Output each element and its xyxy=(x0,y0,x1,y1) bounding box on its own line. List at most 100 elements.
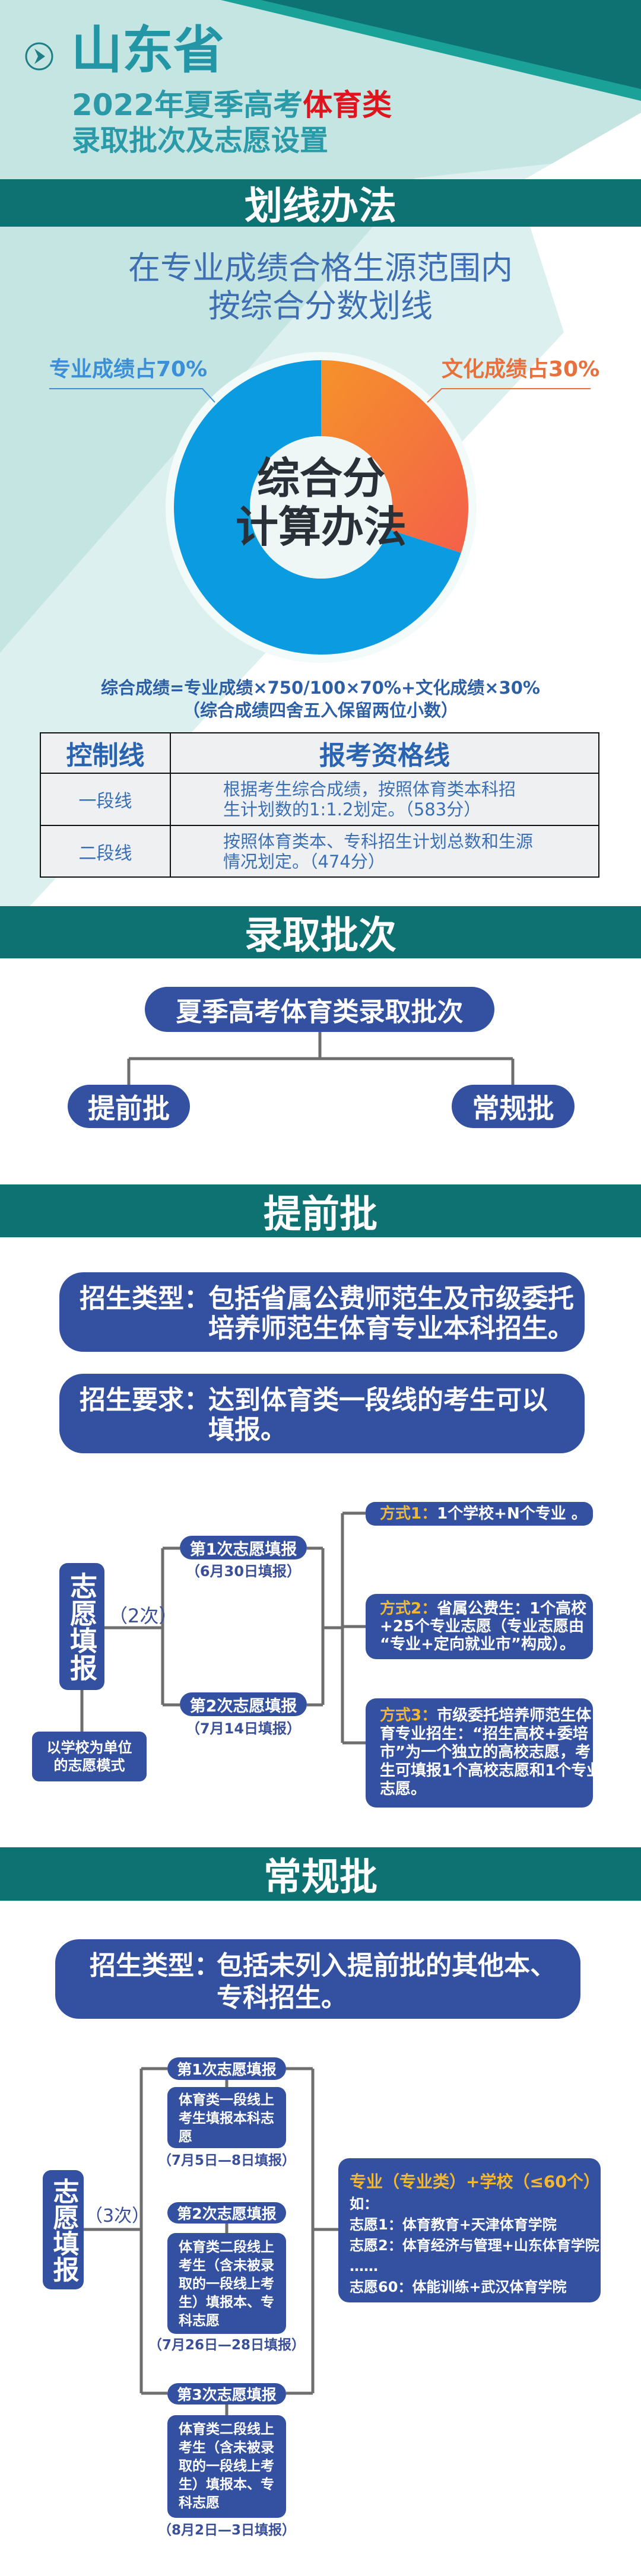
early-type-label: 招生类型： xyxy=(80,1284,210,1314)
table-header-qualification: 报考资格线 xyxy=(170,732,599,774)
subtitle-line2: 录取批次及志愿设置 xyxy=(72,124,329,157)
province-title: 山东省 xyxy=(71,21,224,80)
early-req-label: 招生要求： xyxy=(80,1385,210,1415)
cutoff-intro-line1: 在专业成绩合格生源范围内 xyxy=(128,249,513,287)
legend-professional: 专业成绩占70% xyxy=(49,357,208,382)
rule-example: 志愿60：体能训练+武汉体育学院 xyxy=(350,2279,567,2295)
donut-slice-professional xyxy=(174,360,461,655)
section-banner-regular: 常规批 xyxy=(0,1847,641,1901)
text-line: 市级委托培养师范生体 xyxy=(437,1707,592,1724)
early-type-card: 招生类型： 包括省属公费师范生及市级委托 培养师范生体育专业本科招生。 xyxy=(59,1272,585,1352)
method-tag: 方式3： xyxy=(380,1707,437,1724)
background-dark-triangle xyxy=(261,0,641,89)
text-line: 科志愿 xyxy=(179,2313,220,2329)
callout-line-professional xyxy=(49,388,215,403)
table-cell-line: 二段线 xyxy=(40,825,171,878)
cutoff-table: 控制线 报考资格线 一段线 根据考生综合成绩，按照体育类本科招 生计划数的1:1… xyxy=(40,732,599,878)
batch-node-early: 提前批 xyxy=(68,1085,190,1128)
subtitle-prefix: 2022年夏季高考 xyxy=(72,88,303,122)
batch-tree-connector xyxy=(127,1032,515,1085)
text-line: +25个专业志愿（专业志愿由 xyxy=(380,1618,584,1635)
desc-line: 按照体育类本、专科招生计划总数和生源 xyxy=(223,831,534,852)
text-line: 体育类二段线上 xyxy=(179,2422,274,2437)
text-line: 专科招生。 xyxy=(217,1983,347,2013)
text-line: 达到体育类一段线的考生可以 xyxy=(208,1385,548,1415)
batch-root-node: 夏季高考体育类录取批次 xyxy=(145,987,494,1032)
table-row: 一段线 根据考生综合成绩，按照体育类本科招 生计划数的1:1.2划定。（583分… xyxy=(40,773,599,826)
section-banner-cutoff: 划线办法 xyxy=(0,179,641,228)
formula: 综合成绩=专业成绩×750/100×70%+文化成绩×30% （综合成绩四舍五入… xyxy=(0,676,641,722)
regular-round-2-desc: 体育类二段线上 考生（含未被录 取的一段线上考 生）填报本、专 科志愿 xyxy=(167,2233,286,2334)
text-line: 体育类一段线上 xyxy=(179,2092,274,2108)
regular-type-text: 包括未列入提前批的其他本、 专科招生。 xyxy=(217,1950,556,2014)
early-round-2: 第2次志愿填报 xyxy=(180,1692,307,1716)
regular-flow-count: （3次） xyxy=(85,2206,150,2226)
rule-example: 志愿2：体育经济与管理+山东体育学院 xyxy=(350,2237,599,2254)
donut-slice-culture xyxy=(321,360,468,553)
text-line: 填报。 xyxy=(208,1415,287,1445)
legend-culture: 文化成绩占30% xyxy=(442,357,600,382)
method-3-card: 方式3：市级委托培养师范生体 育专业招生：“招生高校+委培 市”为一个独立的高校… xyxy=(366,1698,602,1808)
cutoff-intro: 在专业成绩合格生源范围内 按综合分数划线 xyxy=(0,249,641,325)
text-line: 志愿。 xyxy=(380,1780,427,1798)
arrow-circle-icon xyxy=(25,42,53,71)
table-header-row: 控制线 报考资格线 xyxy=(40,732,599,774)
early-round-1-date: （6月30日填报） xyxy=(185,1563,302,1580)
text-line: 以学校为单位 xyxy=(46,1739,132,1756)
early-mode-note: 以学校为单位 的志愿模式 xyxy=(32,1732,147,1781)
section-banner-batches: 录取批次 xyxy=(0,906,641,958)
method-tag: 方式2： xyxy=(380,1600,437,1618)
rule-title: 专业（专业类）+学校（≤60个） xyxy=(350,2172,600,2191)
text-line: 科志愿 xyxy=(179,2495,220,2511)
table-header-control-line: 控制线 xyxy=(40,732,171,774)
desc-line: 情况划定。（474分） xyxy=(223,851,385,872)
cutoff-intro-line2: 按综合分数划线 xyxy=(208,287,433,325)
early-flow-root: 志愿填报 xyxy=(59,1563,104,1690)
donut-center-line2: 计算办法 xyxy=(235,502,407,552)
regular-round-1: 第1次志愿填报 xyxy=(167,2057,286,2080)
score-donut-chart xyxy=(49,352,591,663)
regular-round-2: 第2次志愿填报 xyxy=(167,2202,286,2224)
text-line: 愿 xyxy=(179,2129,192,2145)
regular-round-2-date: （7月26日—28日填报） xyxy=(148,2337,306,2353)
early-requirement-card: 招生要求： 达到体育类一段线的考生可以 填报。 xyxy=(59,1374,585,1453)
batch-node-regular: 常规批 xyxy=(452,1085,575,1128)
desc-line: 根据考生综合成绩，按照体育类本科招 xyxy=(223,779,516,799)
subtitle-highlight: 体育类 xyxy=(303,88,392,122)
donut-center-line1: 综合分 xyxy=(256,453,385,503)
early-flow-count: （2次） xyxy=(109,1605,178,1627)
text-line: 取的一段线上考 xyxy=(179,2459,274,2474)
donut-hole xyxy=(250,436,392,579)
method-1-card: 方式1：1个学校+N个专业 。 xyxy=(366,1502,593,1526)
formula-note: （综合成绩四舍五入保留两位小数） xyxy=(182,700,458,720)
regular-flow-root: 志愿填报 xyxy=(43,2170,84,2289)
method-tag: 方式1： xyxy=(380,1505,437,1523)
text-line: 生可填报1个高校志愿和1个专业 xyxy=(380,1762,602,1780)
early-type-text: 包括省属公费师范生及市级委托 培养师范生体育专业本科招生。 xyxy=(208,1284,574,1343)
subtitle-line1: 2022年夏季高考体育类 xyxy=(72,90,392,120)
text-line: 省属公费生：1个高校 xyxy=(437,1600,587,1618)
early-round-1: 第1次志愿填报 xyxy=(180,1536,307,1559)
regular-round-1-desc: 体育类一段线上 考生填报本科志 愿 xyxy=(167,2087,286,2148)
regular-rule-card: 专业（专业类）+学校（≤60个） 如： 志愿1：体育教育+天津体育学院 志愿2：… xyxy=(338,2158,601,2302)
rule-example: …… xyxy=(350,2258,378,2275)
desc-line: 生计划数的1:1.2划定。（583分） xyxy=(223,799,481,820)
table-row: 二段线 按照体育类本、专科招生计划总数和生源 情况划定。（474分） xyxy=(40,825,599,878)
text-line: 的志愿模式 xyxy=(53,1757,125,1774)
donut-center-label: 综合分 计算办法 xyxy=(202,454,440,551)
table-cell-desc: 根据考生综合成绩，按照体育类本科招 生计划数的1:1.2划定。（583分） xyxy=(170,773,599,826)
section-banner-early: 提前批 xyxy=(0,1184,641,1237)
regular-type-label: 招生类型： xyxy=(90,1951,220,1981)
rule-example-label: 如： xyxy=(350,2196,378,2212)
regular-round-1-date: （7月5日—8日填报） xyxy=(157,2153,296,2168)
regular-round-3-date: （8月2日—3日填报） xyxy=(157,2523,296,2538)
text-line: 考生填报本科志 xyxy=(179,2111,274,2126)
regular-round-3: 第3次志愿填报 xyxy=(167,2383,286,2405)
text-line: 生）填报本、专 xyxy=(179,2477,274,2492)
text-line: 市”为一个独立的高校志愿，考 xyxy=(380,1743,591,1761)
text-line: 生）填报本、专 xyxy=(179,2295,274,2310)
background-white-triangle xyxy=(28,113,641,908)
regular-type-card: 招生类型： 包括未列入提前批的其他本、 专科招生。 xyxy=(55,1939,580,2019)
method-2-card: 方式2：省属公费生：1个高校 +25个专业志愿（专业志愿由 “专业+定向就业市”… xyxy=(366,1594,593,1659)
callout-line-culture xyxy=(427,388,591,403)
